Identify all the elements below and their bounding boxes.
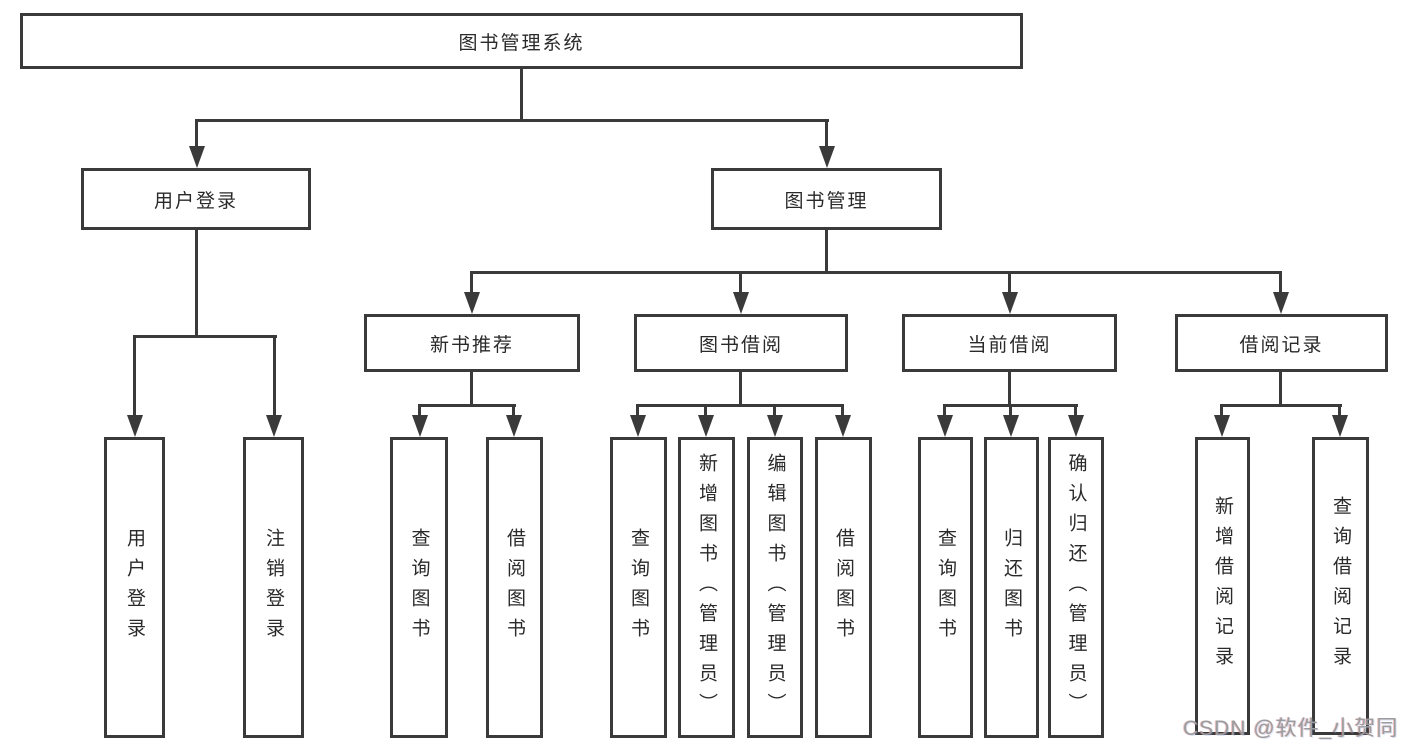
node-borrowing-records-label: 借阅记录 [1239, 334, 1324, 356]
leaf-borrow-books-newrec-label: 借阅图书 [504, 527, 525, 648]
leaf-confirm-return-admin: 确认归还（管理员） [1048, 437, 1104, 738]
node-book-borrowing-label: 图书借阅 [698, 334, 783, 356]
leaf-add-books-admin: 新增图书（管理员） [678, 437, 735, 738]
leaf-borrow-books-newrec: 借阅图书 [486, 437, 543, 738]
arrow-to-add-record [1214, 415, 1230, 437]
leaf-add-borrow-record: 新增借阅记录 [1195, 437, 1250, 735]
leaf-query-books-current: 查询图书 [918, 437, 973, 738]
leaf-logout-label: 注销登录 [263, 527, 284, 648]
connector-drop-book-borrowing [739, 271, 742, 292]
arrow-to-borrowing-records [1273, 292, 1289, 314]
arrow-to-leaf-user-login [127, 415, 143, 437]
connector-book-mgmt-split [470, 271, 1282, 274]
arrow-to-user-login [189, 146, 205, 168]
connector-borrowing-records-stem [1279, 372, 1282, 406]
arrow-to-new-book-rec [464, 292, 480, 314]
node-book-borrowing: 图书借阅 [634, 314, 848, 372]
arrow-to-edit-books [767, 415, 783, 437]
leaf-add-books-admin-label: 新增图书（管理员） [696, 452, 717, 723]
leaf-add-borrow-record-label: 新增借阅记录 [1212, 496, 1233, 676]
node-user-login: 用户登录 [81, 168, 311, 230]
connector-user-login-split [134, 335, 277, 338]
connector-drop-confirm-return [1074, 404, 1077, 415]
arrow-to-query-record [1332, 415, 1348, 437]
arrow-to-leaf-logout [266, 415, 282, 437]
connector-book-borrowing-stem [739, 372, 742, 406]
connector-borrowing-records-split [1220, 404, 1342, 407]
node-borrowing-records: 借阅记录 [1175, 314, 1388, 372]
node-user-login-label: 用户登录 [153, 190, 238, 212]
node-book-mgmt: 图书管理 [711, 168, 942, 230]
connector-book-borrowing-split [636, 404, 844, 407]
connector-book-mgmt-stem [825, 230, 828, 273]
leaf-query-books-newrec: 查询图书 [390, 437, 448, 738]
connector-drop-add-books [704, 404, 707, 415]
leaf-borrow-books-borrowing: 借阅图书 [815, 437, 872, 738]
arrow-to-query-books-1 [412, 415, 428, 437]
leaf-return-books-label: 归还图书 [1001, 527, 1022, 648]
connector-root-stem [520, 68, 523, 122]
arrow-to-confirm-return [1068, 415, 1084, 437]
leaf-user-login-label: 用户登录 [124, 527, 145, 648]
arrow-to-book-borrowing [733, 292, 749, 314]
node-new-book-rec: 新书推荐 [364, 314, 580, 372]
arrow-to-current-borrowing [1002, 292, 1018, 314]
connector-user-login-stem [195, 230, 198, 337]
connector-drop-leaf-logout [273, 335, 276, 415]
leaf-logout: 注销登录 [243, 437, 304, 738]
leaf-confirm-return-admin-label: 确认归还（管理员） [1065, 452, 1087, 723]
leaf-edit-books-admin: 编辑图书（管理员） [747, 437, 803, 738]
connector-drop-edit-books [773, 404, 776, 415]
leaf-borrow-books-borrowing-label: 借阅图书 [833, 527, 854, 648]
arrow-to-query-books-2 [630, 415, 646, 437]
connector-drop-borrowing-records [1279, 271, 1282, 292]
arrow-to-borrow-books-2 [835, 415, 851, 437]
connector-new-book-rec-split [418, 404, 516, 407]
arrow-to-query-books-3 [937, 415, 953, 437]
leaf-query-books-borrowing: 查询图书 [610, 437, 667, 738]
connector-drop-query-books-3 [943, 404, 946, 415]
leaf-query-books-current-label: 查询图书 [935, 527, 956, 648]
connector-drop-current-borrowing [1008, 271, 1011, 292]
connector-drop-leaf-user-login [133, 335, 136, 415]
connector-drop-query-books-2 [636, 404, 639, 415]
leaf-user-login: 用户登录 [104, 437, 165, 738]
connector-root-split [195, 119, 829, 122]
arrow-to-book-mgmt [819, 146, 835, 168]
csdn-watermark: CSDN @软件_小贺同学 [1183, 717, 1399, 740]
connector-current-borrowing-stem [1008, 372, 1011, 406]
connector-drop-borrow-books-1 [512, 404, 515, 415]
node-root: 图书管理系统 [20, 13, 1023, 69]
arrow-to-add-books [698, 415, 714, 437]
leaf-query-books-newrec-label: 查询图书 [408, 527, 430, 648]
connector-drop-new-book-rec [470, 271, 473, 292]
arrow-to-return-books [1003, 415, 1019, 437]
connector-new-book-rec-stem [470, 372, 473, 406]
leaf-query-borrow-record-label: 查询借阅记录 [1330, 496, 1351, 676]
node-new-book-rec-label: 新书推荐 [429, 334, 514, 356]
node-root-label: 图书管理系统 [458, 32, 585, 54]
node-current-borrowing-label: 当前借阅 [967, 334, 1052, 356]
arrow-to-borrow-books-1 [506, 415, 522, 437]
leaf-edit-books-admin-label: 编辑图书（管理员） [764, 452, 786, 723]
leaf-query-books-borrowing-label: 查询图书 [628, 527, 649, 648]
connector-drop-return-books [1009, 404, 1012, 415]
connector-drop-query-record [1338, 404, 1341, 415]
connector-drop-user-login [195, 119, 198, 146]
connector-drop-add-record [1220, 404, 1223, 415]
connector-drop-book-mgmt [825, 119, 828, 146]
connector-drop-query-books-1 [418, 404, 421, 415]
connector-drop-borrow-books-2 [841, 404, 844, 415]
leaf-query-borrow-record: 查询借阅记录 [1312, 437, 1369, 735]
node-book-mgmt-label: 图书管理 [784, 190, 869, 212]
leaf-return-books: 归还图书 [984, 437, 1039, 738]
node-current-borrowing: 当前借阅 [902, 314, 1117, 372]
